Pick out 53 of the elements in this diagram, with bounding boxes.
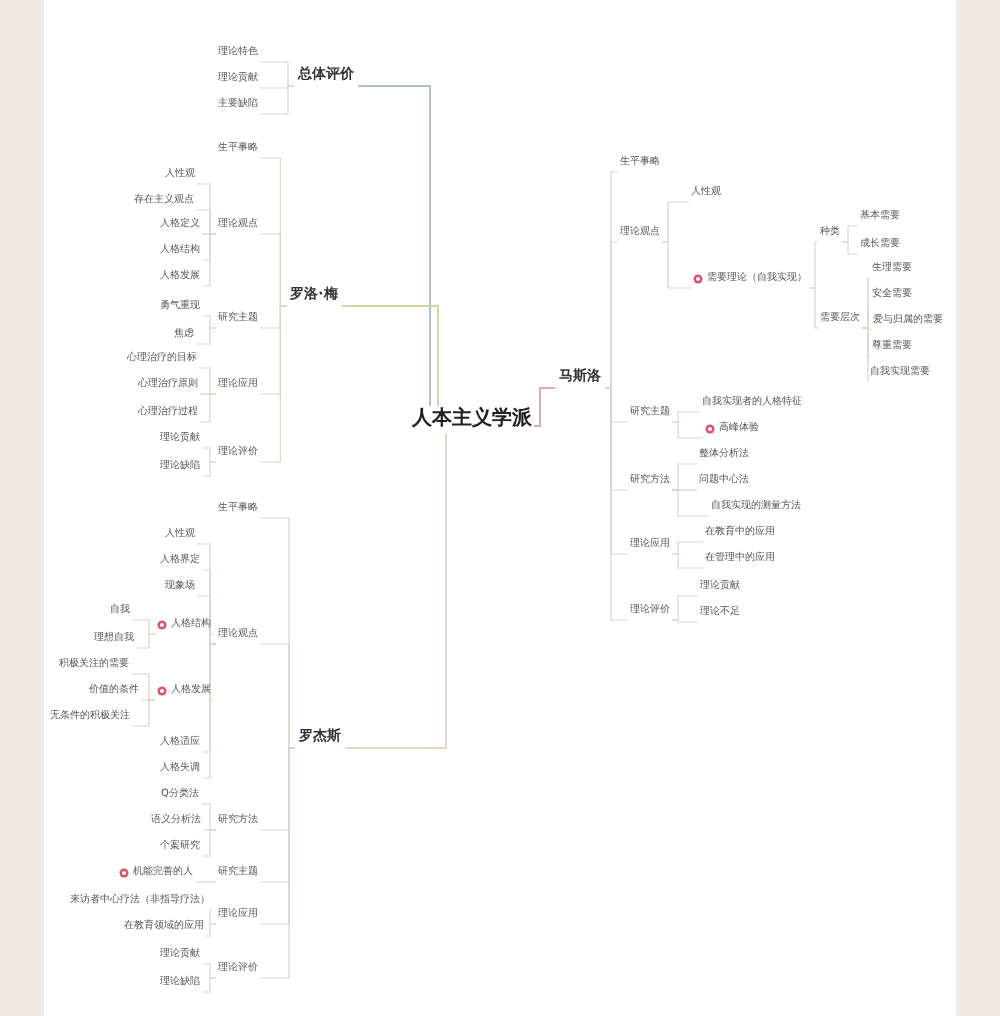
topic-item xyxy=(155,618,213,634)
branch-line xyxy=(201,963,217,979)
branch-line xyxy=(201,977,217,993)
branch-line xyxy=(209,909,217,925)
branch-line xyxy=(533,387,556,427)
branch-line xyxy=(357,85,431,407)
topic-item xyxy=(703,422,761,438)
branch-line xyxy=(209,633,217,645)
branch-line xyxy=(201,461,217,477)
branch-line xyxy=(671,489,710,517)
branch-line xyxy=(195,209,217,235)
branch-line xyxy=(344,433,447,749)
branch-line xyxy=(201,315,217,329)
branch-line xyxy=(201,829,217,857)
branch-line xyxy=(661,241,692,289)
branch-line xyxy=(861,303,871,329)
branch-line xyxy=(131,619,156,635)
branch-line xyxy=(201,447,217,463)
branch-line xyxy=(201,233,217,287)
branch-line xyxy=(604,387,629,621)
branch-line xyxy=(131,699,156,727)
topic-item xyxy=(155,684,213,700)
branch-line xyxy=(841,241,859,255)
branch-line xyxy=(135,633,156,649)
branch-line xyxy=(671,541,704,555)
branch-line xyxy=(661,201,690,243)
branch-line xyxy=(259,233,287,307)
branch-line xyxy=(808,287,819,329)
branch-line xyxy=(671,595,699,621)
branch-line xyxy=(199,393,217,423)
branch-line xyxy=(861,327,869,383)
branch-line xyxy=(259,61,295,87)
branch-line xyxy=(201,643,217,779)
branch-line xyxy=(205,923,217,937)
branch-line xyxy=(259,747,296,979)
branch-line xyxy=(259,305,287,463)
branch-line xyxy=(808,241,819,289)
branch-line xyxy=(200,803,217,831)
branch-line xyxy=(671,553,704,569)
topic-item xyxy=(117,866,195,882)
branch-line xyxy=(671,411,701,423)
branch-line xyxy=(671,421,704,439)
branch-line xyxy=(130,673,156,701)
branch-line xyxy=(259,85,295,115)
branch-line xyxy=(671,463,698,491)
central-topic: 人本主义学派 xyxy=(412,406,532,432)
branch-line xyxy=(841,225,859,243)
branch-line xyxy=(194,881,217,883)
branch-line xyxy=(340,305,439,407)
branch-line xyxy=(195,327,217,345)
branch-line xyxy=(198,367,217,395)
branch-line xyxy=(604,241,619,389)
branch-line xyxy=(259,643,296,749)
